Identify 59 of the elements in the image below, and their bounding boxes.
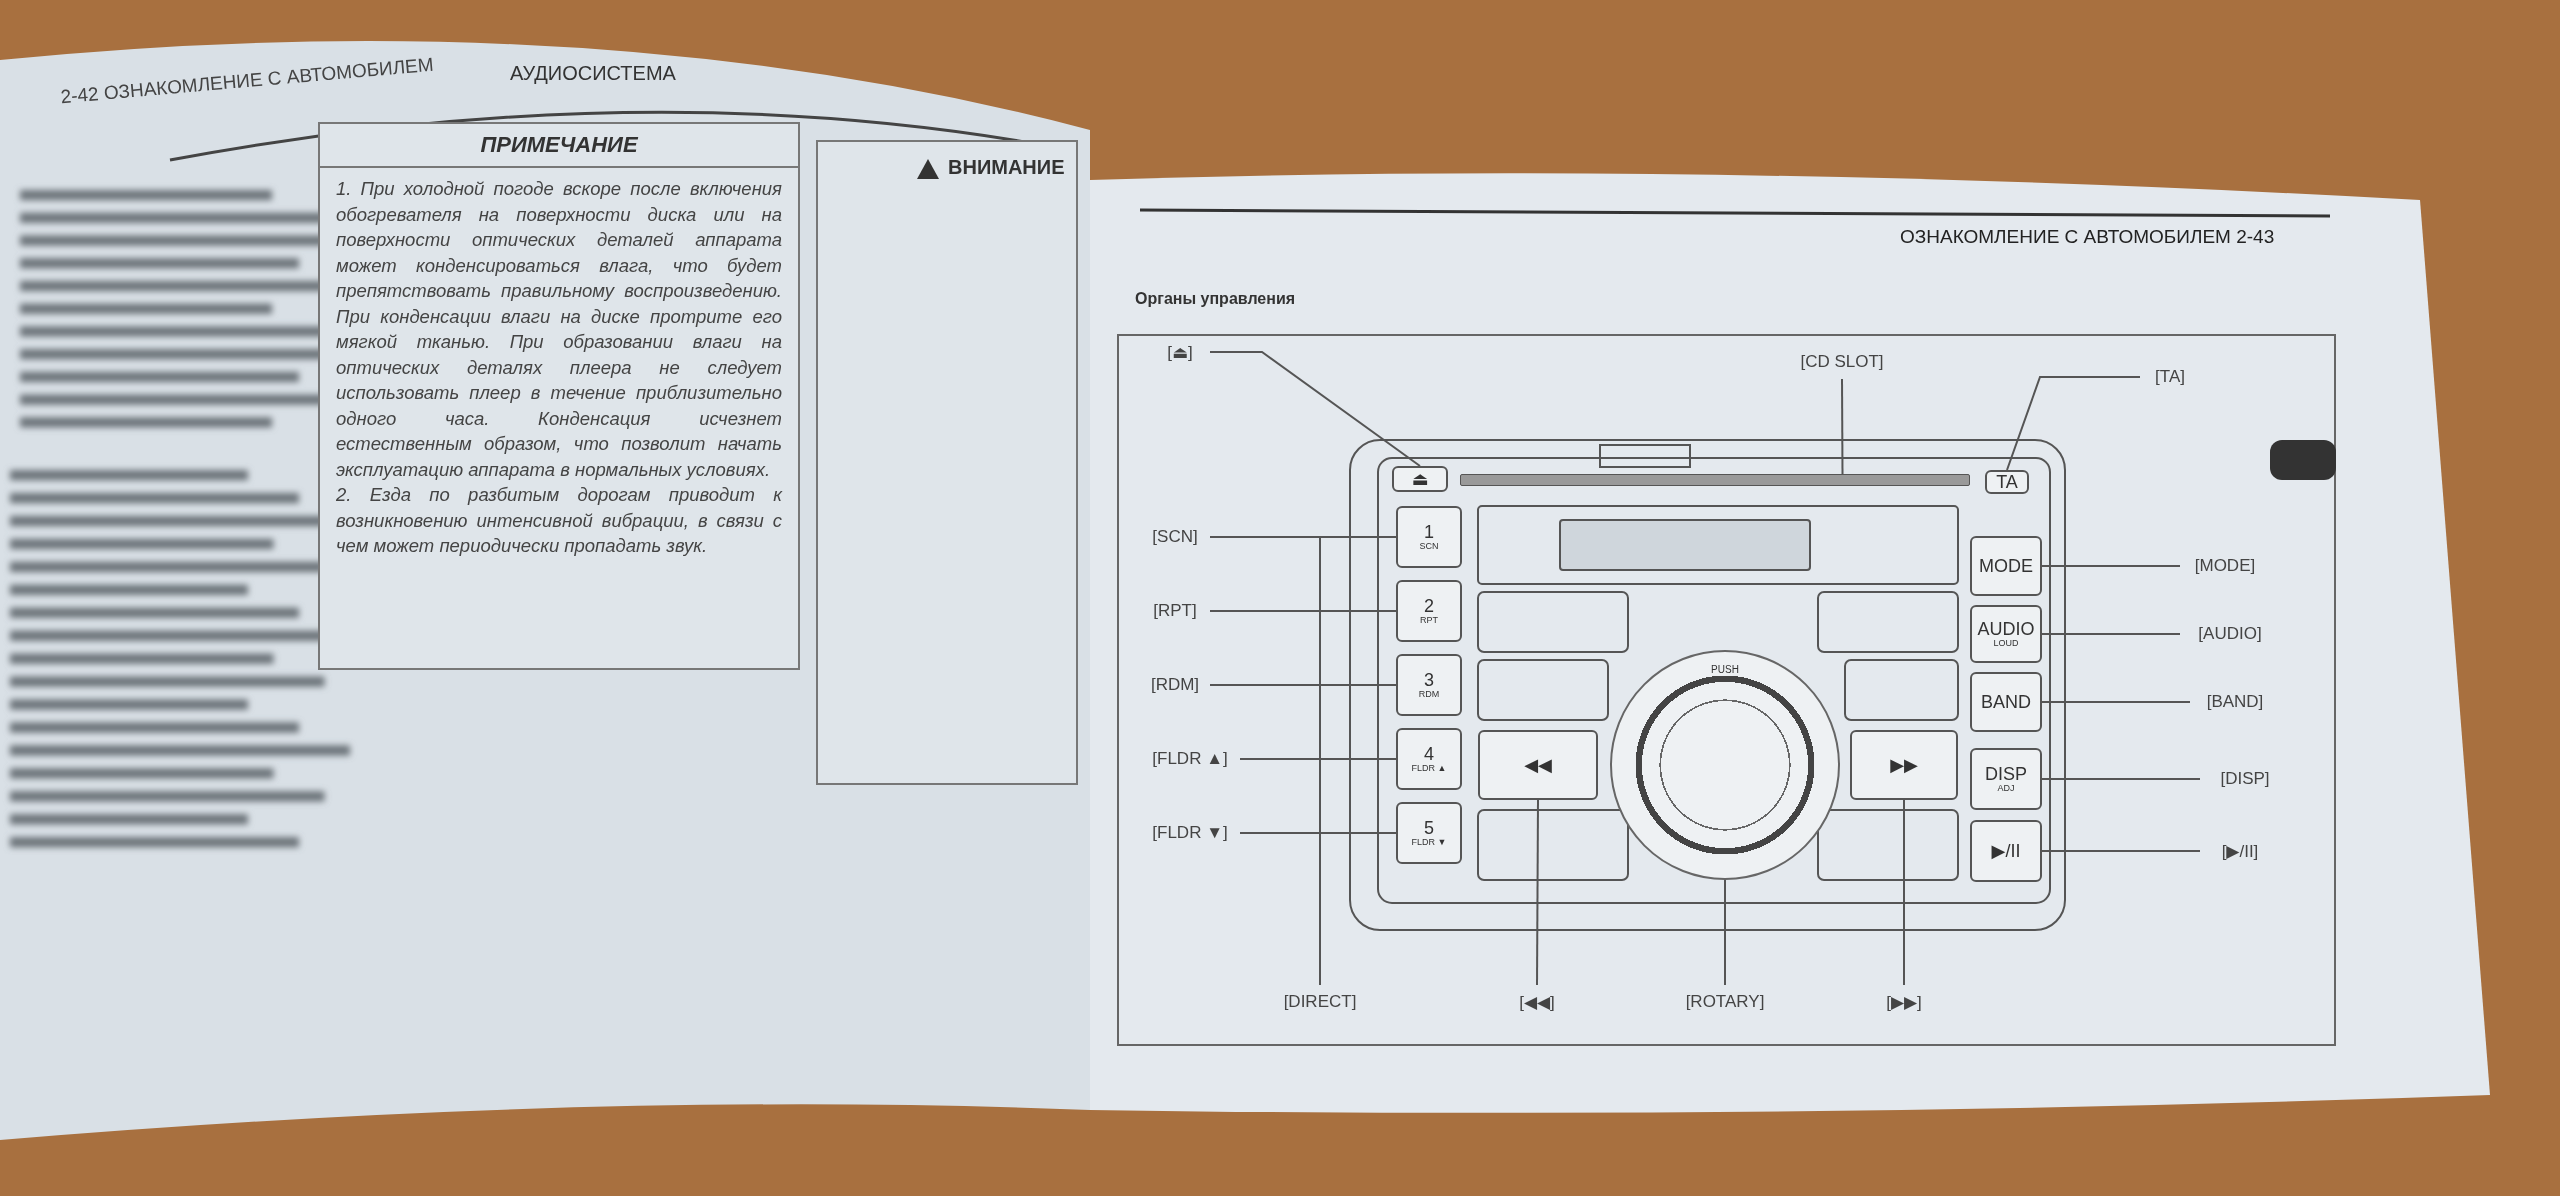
radio-button: 5 FLDR ▼ <box>1396 802 1462 864</box>
page-header: ОЗНАКОМЛЕНИЕ С АВТОМОБИЛЕМ 2-43 <box>1900 226 2275 248</box>
leader-line <box>1209 610 1397 612</box>
leader-line <box>1841 378 1844 475</box>
leader-line <box>2041 850 2201 852</box>
cd-slot <box>1460 474 1970 486</box>
callout-label: [CD SLOT] <box>1782 345 1902 379</box>
leader-line <box>1209 351 1421 467</box>
leader-line <box>1319 536 1321 986</box>
warning-heading: ВНИМАНИЕ <box>948 156 1065 179</box>
warning-box <box>816 140 1078 785</box>
radio-button: 2 RPT <box>1396 580 1462 642</box>
callout-label: [MODE] <box>2180 549 2270 583</box>
radio-button: MODE <box>1970 536 2042 596</box>
callout-label: [▶/II] <box>2200 834 2280 868</box>
callout-label: [RPT] <box>1140 594 1210 628</box>
radio-button: TA <box>1985 470 2029 494</box>
note-text: 1. При холодной погоде вскоре после включения обогревателя на поверхности диска или на поверхности оптических деталей аппарата может конденсироваться влага, что будет препятствовать правильному воспроизведению. При конденсации влаги на диске протрите его мягкой тканью. При образовании влаги на оптических деталях плеера не следует использовать плеер в течение приблизительно одного часа. Конденсация исчезнет естественным образом, что позволит начать эксплуатацию аппарата в нормальных условиях. <box>336 177 782 482</box>
leader-line <box>2041 778 2201 780</box>
radio-button: 3 RDM <box>1396 654 1462 716</box>
callout-label: [FLDR ▼] <box>1140 816 1240 850</box>
callout-label: [BAND] <box>2190 685 2280 719</box>
radio-button: AUDIO LOUD <box>1970 605 2042 663</box>
note-box <box>318 122 800 670</box>
leader-line <box>1724 879 1726 986</box>
radio-button: ⏏ <box>1392 466 1448 492</box>
figure-heading: Органы управления <box>1135 290 1296 308</box>
radio-button: 1 SCN <box>1396 506 1462 568</box>
left-page-header: 2-42 ОЗНАКОМЛЕНИЕ С АВТОМОБИЛЕМ <box>59 53 435 109</box>
callout-label: [▶▶] <box>1869 985 1939 1019</box>
leader-line <box>2006 376 2141 471</box>
callout-label: [FLDR ▲] <box>1140 742 1240 776</box>
leader-line <box>1209 684 1397 686</box>
callout-label: [ROTARY] <box>1670 985 1780 1019</box>
radio-button: 4 FLDR ▲ <box>1396 728 1462 790</box>
leader-line <box>2041 565 2181 567</box>
callout-label: [DIRECT] <box>1265 985 1375 1019</box>
leader-line <box>1239 758 1397 760</box>
leader-line <box>2041 701 2191 703</box>
note-text: 2. Езда по разбитым дорогам приводит к возникновению интенсивной вибрации, в связи с чем может периодически пропадать звук. <box>336 483 782 559</box>
leader-line <box>1536 799 1539 986</box>
callout-label: [SCN] <box>1140 520 1210 554</box>
radio-button: ▶/II <box>1970 820 2042 882</box>
callout-label: [RDM] <box>1140 668 1210 702</box>
callout-label: [DISP] <box>2200 762 2290 796</box>
callout-label: [⏏] <box>1150 335 1210 369</box>
leader-line <box>2041 633 2181 635</box>
leader-line <box>1209 536 1397 538</box>
callout-label: [TA] <box>2140 360 2200 394</box>
note-heading: ПРИМЕЧАНИЕ <box>320 124 798 168</box>
radio-button: BAND <box>1970 672 2042 732</box>
radio-button: DISP ADJ <box>1970 748 2042 810</box>
callout-label: [AUDIO] <box>2180 617 2280 651</box>
section-heading: АУДИОСИСТЕМА <box>510 62 676 85</box>
leader-line <box>1903 799 1905 986</box>
callout-label: [◀◀] <box>1502 985 1572 1019</box>
leader-line <box>1239 832 1397 834</box>
radio-button: ▶▶ <box>1850 730 1958 800</box>
radio-button: ◀◀ <box>1478 730 1598 800</box>
